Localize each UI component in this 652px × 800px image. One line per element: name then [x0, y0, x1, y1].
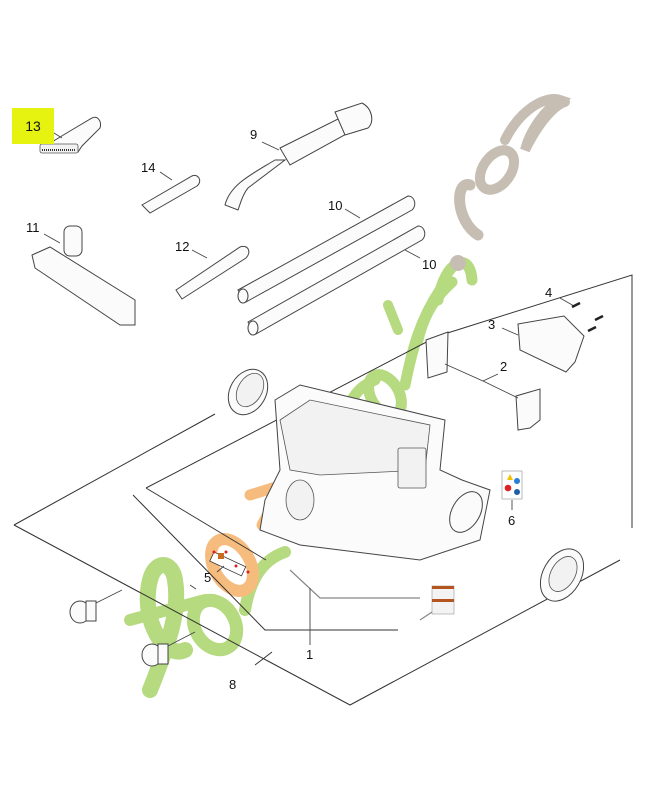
castor-1 [69, 589, 123, 624]
callout-13-highlighted[interactable]: 13 [12, 108, 54, 144]
callout-3[interactable]: 3 [488, 317, 496, 332]
watermark [124, 94, 572, 698]
floor-nozzle [31, 225, 136, 326]
rear-wheel-right [449, 491, 483, 533]
spare-wheel [539, 548, 585, 602]
crevice-nozzle [175, 245, 250, 300]
adapter [141, 171, 201, 214]
callout-8[interactable]: 8 [229, 677, 237, 692]
callout-12[interactable]: 12 [175, 239, 190, 254]
vacuum-body [259, 384, 491, 561]
warning-label [501, 470, 523, 510]
rating-plate-label [419, 585, 455, 621]
filter-cover-clips [425, 331, 541, 431]
upholstery-brush-nozzle [39, 116, 101, 154]
callout-10-lower[interactable]: 10 [422, 257, 437, 272]
callout-4[interactable]: 4 [545, 285, 553, 300]
suction-hose [224, 102, 373, 211]
sticker-set [189, 550, 250, 590]
screws [559, 297, 604, 333]
callout-10-upper[interactable]: 10 [328, 198, 343, 213]
callout-6[interactable]: 6 [508, 513, 516, 528]
callout-14[interactable]: 14 [141, 160, 156, 175]
outer-frame [13, 413, 216, 526]
callout-1[interactable]: 1 [306, 647, 314, 662]
callout-5[interactable]: 5 [204, 570, 212, 585]
callout-11[interactable]: 11 [26, 220, 40, 235]
extension-tubes [237, 195, 426, 336]
callout-2[interactable]: 2 [500, 359, 508, 374]
rear-wheel-left [227, 368, 269, 416]
callout-9[interactable]: 9 [250, 127, 258, 142]
castor-2 [141, 631, 196, 667]
accessory-holder [501, 315, 585, 373]
